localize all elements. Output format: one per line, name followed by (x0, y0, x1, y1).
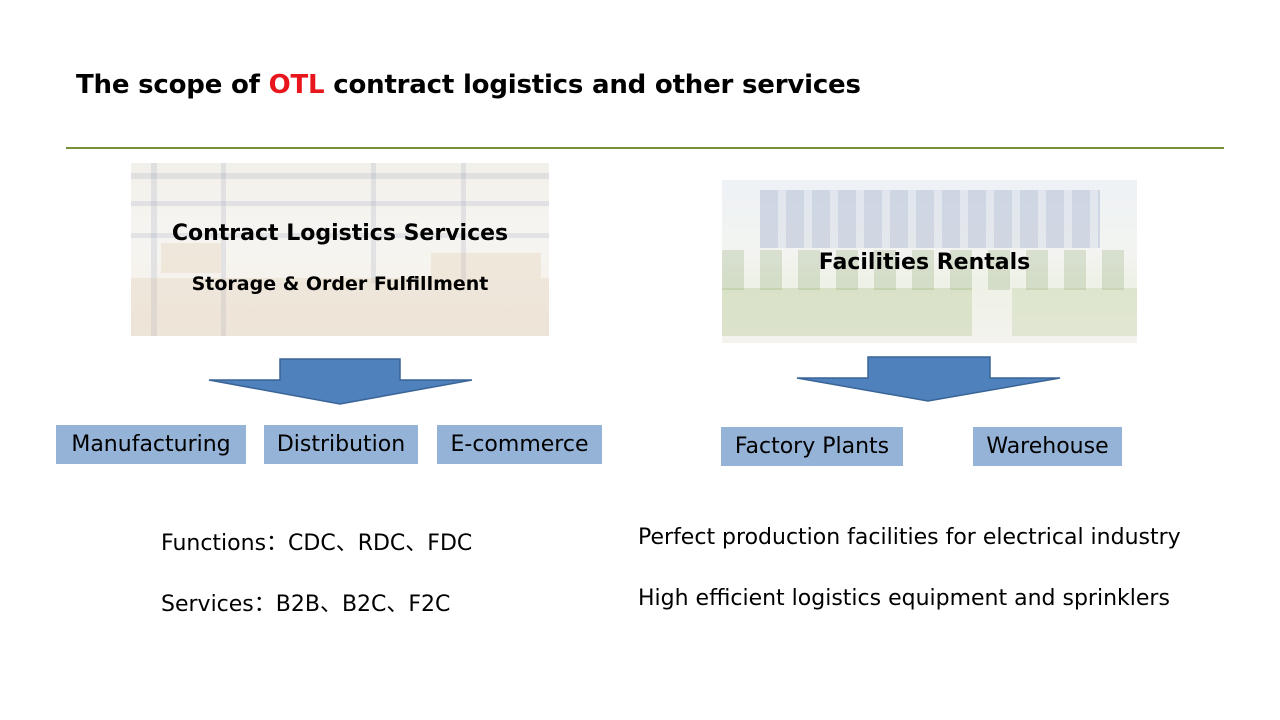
down-arrow-icon (796, 356, 1061, 402)
tag-ecommerce: E-commerce (437, 425, 602, 464)
title-accent-otl: OTL (268, 70, 325, 100)
tag-factory-plants: Factory Plants (721, 427, 903, 466)
contract-logistics-title: Contract Logistics Services (171, 221, 509, 246)
title-prefix: The scope of (76, 70, 269, 100)
title-suffix: contract logistics and other services (324, 70, 861, 100)
equipment-feature-text: High efficient logistics equipment and s… (638, 586, 1170, 611)
functions-text: Functions：CDC、RDC、FDC (161, 531, 473, 556)
slide-title: The scope of OTL contract logistics and … (76, 70, 861, 100)
tag-warehouse: Warehouse (973, 427, 1122, 466)
storage-fulfillment-subtitle: Storage & Order Fulfillment (191, 273, 489, 295)
tag-distribution: Distribution (264, 425, 418, 464)
facilities-feature-text: Perfect production facilities for electr… (638, 525, 1181, 550)
title-divider (66, 147, 1224, 149)
tag-manufacturing: Manufacturing (56, 425, 246, 464)
services-text: Services：B2B、B2C、F2C (161, 592, 451, 617)
down-arrow-icon (208, 358, 473, 405)
facilities-rentals-title: Facilities Rentals (818, 250, 1031, 275)
factory-building-photo (722, 180, 1137, 343)
warehouse-shelving-photo (131, 163, 549, 336)
